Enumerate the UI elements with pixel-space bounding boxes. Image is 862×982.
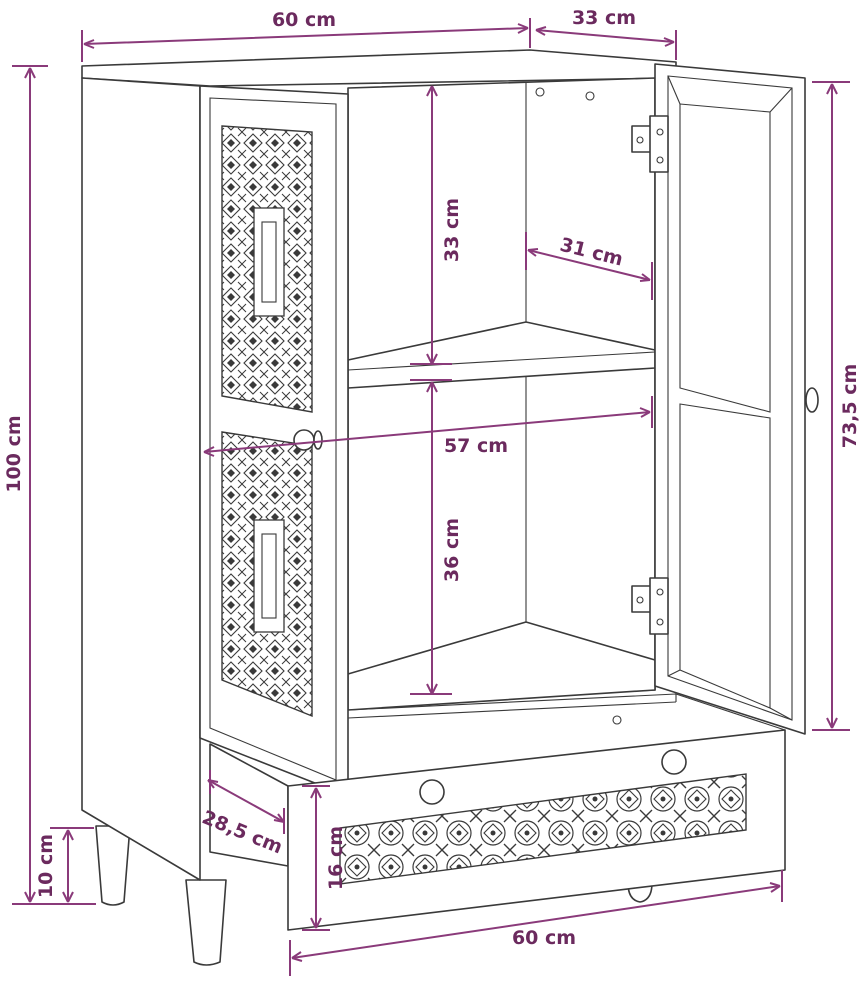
label-door-height: 73,5 cm	[839, 364, 861, 449]
label-drawer-height: 16 cm	[325, 826, 347, 890]
label-inner-width: 57 cm	[444, 435, 508, 457]
left-door-knob	[293, 429, 315, 451]
right-door-knob	[805, 387, 819, 413]
label-top-width: 60 cm	[272, 9, 336, 31]
label-total-height: 100 cm	[3, 415, 25, 492]
left-door	[199, 85, 349, 797]
label-upper-shelf-height: 33 cm	[441, 198, 463, 262]
label-drawer-width: 60 cm	[512, 927, 576, 949]
label-leg-height: 10 cm	[35, 834, 57, 898]
dimension-lines	[12, 18, 850, 976]
label-top-depth: 33 cm	[572, 7, 636, 29]
hinge-upper	[631, 115, 669, 173]
drawer-knob-left	[419, 779, 445, 805]
drawer-pattern-panel	[339, 773, 747, 885]
legs	[95, 825, 653, 966]
left-side-panel	[81, 77, 201, 881]
interior-back	[347, 77, 656, 703]
right-door	[631, 63, 819, 735]
drawer-knob-right	[661, 749, 687, 775]
hinge-lower	[631, 577, 669, 635]
drawer	[209, 693, 786, 931]
label-lower-shelf-height: 36 cm	[441, 518, 463, 582]
